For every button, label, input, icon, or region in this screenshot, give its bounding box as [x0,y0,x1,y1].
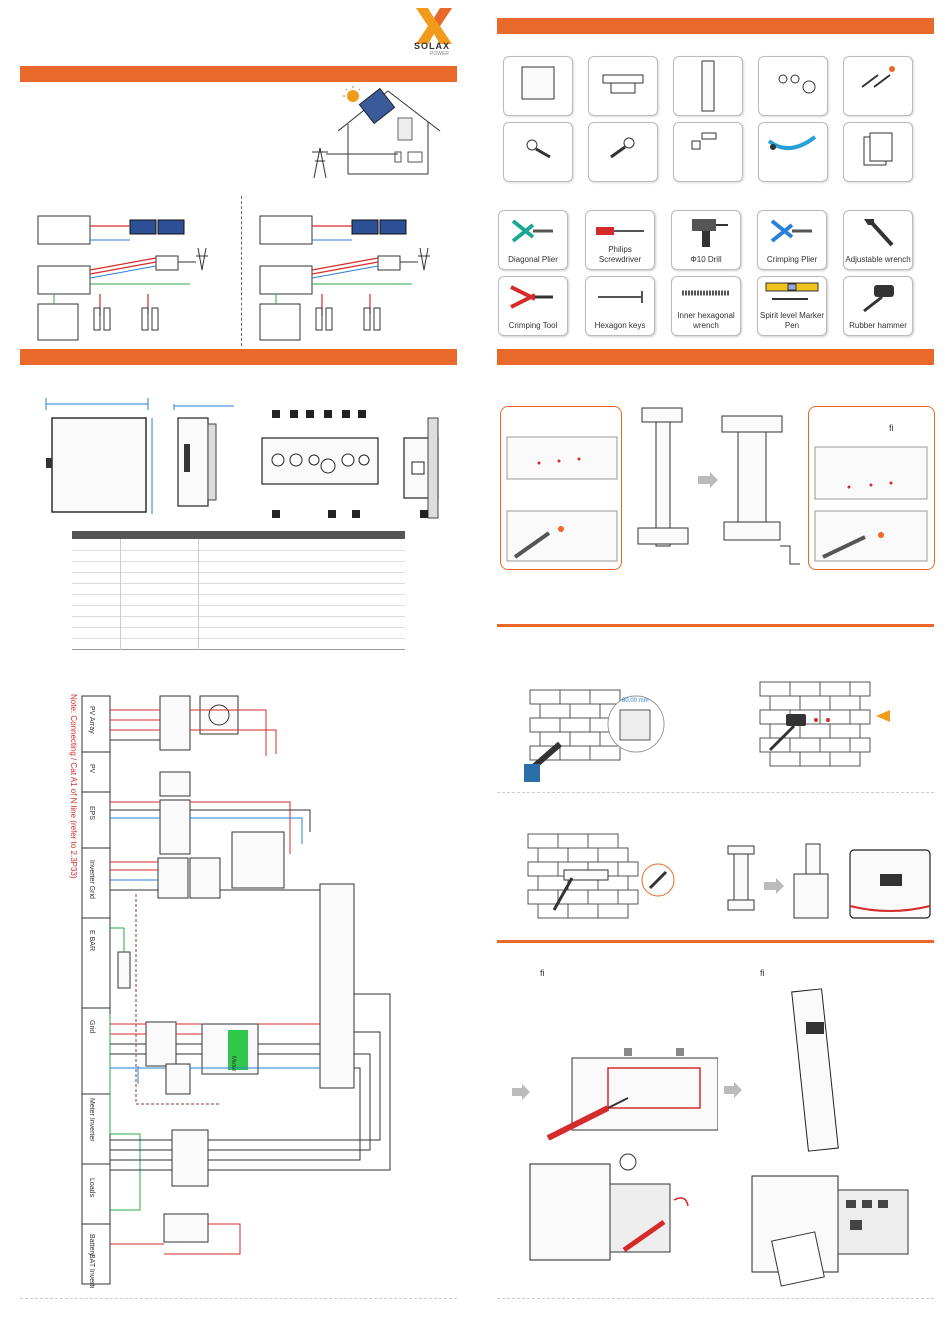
orange-rule-1 [497,624,934,627]
pack-item-ring-terminal-2 [588,122,658,182]
svg-text:Meter Inverter: Meter Inverter [88,1098,95,1142]
tool-inner-hexagonal-wrench: Inner hexagonal wrench [671,276,741,336]
inverter-open-step [724,988,839,1152]
pack-item-connector [673,122,743,182]
hang-inverter-step [727,843,931,919]
pack-item-screws [843,56,913,116]
section-bar-overview [20,66,457,82]
inverter-front-view [45,398,153,514]
svg-text:EPS: EPS [88,806,95,820]
tool-philips-screwdriver: Philips Screwdriver [585,210,655,270]
pack-item-inverter [503,56,573,116]
svg-text:BAT Inverter: BAT Inverter [88,1254,95,1288]
wiring-box-open-step [751,1175,909,1287]
tool-hexagon-keys: Hexagon keys [585,276,655,336]
wall-drilling-step: 80.00 mm [524,689,665,782]
tool-crimping-plier: Crimping Plier [757,210,827,270]
svg-text:Battery: Battery [88,1234,95,1257]
wiring-note: Note: Connecting / Cat A1 of N line (ref… [69,694,78,879]
tool-spirit-level: Spirit level Marker Pen [757,276,827,336]
pack-item-documents [843,122,913,182]
pack-item-back-plate [673,56,743,116]
svg-text:Inverter Grid: Inverter Grid [88,860,95,899]
house-illustration [312,86,441,179]
bracket-diagram [637,407,800,565]
meter-label: Meter [230,1056,236,1071]
fi-mark-3: fi [760,968,765,978]
section-bar-dimensions [20,349,457,365]
section-bar-mounting [497,349,934,365]
svg-text:Loads: Loads [88,1178,95,1198]
tool-crimping-tool: Crimping Tool [498,276,568,336]
solax-logo: SOLAX POWER [412,6,456,58]
pack-item-ring-terminal-1 [503,122,573,182]
wiring-box-step [529,1153,689,1261]
diagram-divider [241,196,242,346]
orange-rule-2 [497,940,934,943]
mounting-frame-right: fi [808,406,935,570]
wiring-diagram: Meter PV Array PV EPS Inverter Grid E BA… [81,695,391,1288]
svg-text:Grid: Grid [88,1020,95,1033]
screw-fixing-step [527,833,675,919]
tool-diagonal-plier: Diagonal Plier [498,210,568,270]
brand-sub: POWER [430,51,449,57]
svg-text:PV Array: PV Array [88,706,95,734]
system-diagram-left [37,215,208,341]
tool-rubber-hammer: Rubber hammer [843,276,913,336]
inverter-right-view [403,417,439,519]
tool-adjustable-wrench: Adjustable wrench [843,210,913,270]
page-footer-line-left [20,1298,457,1299]
section-bar-packing-list [497,18,934,34]
page-footer-line-right [497,1298,934,1299]
wall-anchor-step [759,681,890,767]
tool-drill: Φ10 Drill [671,210,741,270]
pack-item-terminals [758,56,828,116]
inverter-bottom-view [261,410,379,518]
spec-table [72,531,405,650]
pack-item-cable [758,122,828,182]
fi-mark-2: fi [540,968,545,978]
pack-item-bracket [588,56,658,116]
brand-name: SOLAX [414,41,451,51]
drill-depth: 80.00 mm [622,698,649,704]
svg-text:E BAR: E BAR [88,930,95,951]
cover-removal-step [512,1048,718,1140]
svg-text:PV: PV [88,764,95,774]
mounting-frame-left [500,406,622,570]
system-diagram-right [259,215,430,341]
fi-mark-1: fi [889,423,894,433]
dashed-rule-1 [497,792,934,793]
inverter-side-view [173,404,234,507]
